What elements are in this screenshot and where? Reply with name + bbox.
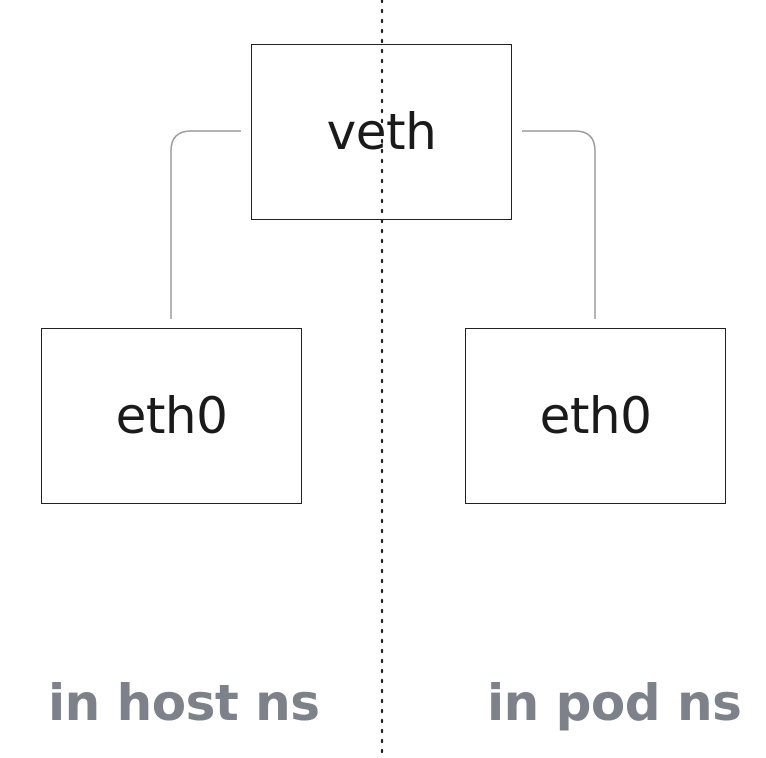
pod-namespace-label: in pod ns [487,674,742,732]
pod-eth0-box: eth0 [465,328,726,504]
connector-veth-to-pod-eth0 [522,130,596,319]
pod-eth0-label: eth0 [539,387,652,445]
host-namespace-label: in host ns [48,674,320,732]
veth-label: veth [326,103,437,161]
connector-veth-to-host-eth0 [170,130,241,319]
host-eth0-box: eth0 [41,328,302,504]
veth-box: veth [251,44,512,220]
host-eth0-label: eth0 [115,387,228,445]
